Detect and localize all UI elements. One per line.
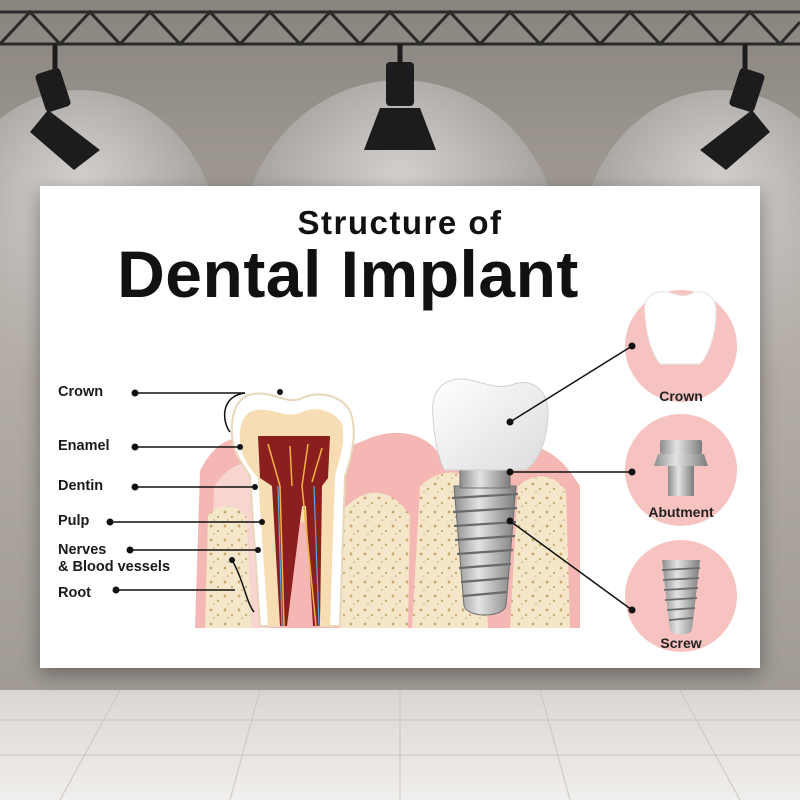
spotlight-icon — [364, 44, 436, 150]
label-nerves-blood-vessels: & Blood vessels — [58, 559, 171, 575]
natural-tooth — [230, 392, 355, 627]
dental-diagram — [106, 290, 737, 652]
label-nerves: Nerves — [58, 542, 107, 558]
spotlight-icon — [700, 44, 770, 170]
bone-left — [205, 505, 252, 628]
spotlight-icon — [30, 44, 100, 170]
bone-far-right — [510, 476, 570, 628]
poster: Structure of Dental Implant Crown Enamel… — [40, 186, 760, 668]
implant-screw — [451, 467, 519, 616]
part-circle-crown — [625, 290, 737, 402]
label-pulp: Pulp — [58, 513, 90, 529]
label-dentin: Dentin — [58, 478, 104, 494]
title-line-2: Dental Implant — [117, 237, 579, 311]
label-crown: Crown — [58, 384, 104, 400]
title-line-1: Structure of — [297, 204, 503, 241]
label-root: Root — [58, 585, 92, 601]
bone-middle — [338, 492, 410, 628]
label-screw: Screw — [660, 635, 702, 651]
part-circle-screw — [625, 540, 737, 652]
tooth-nerves — [267, 443, 323, 627]
part-circle-abutment — [625, 414, 737, 526]
label-implant-crown: Crown — [659, 388, 703, 404]
label-abutment: Abutment — [648, 504, 714, 520]
implant-crown — [432, 378, 549, 471]
label-enamel: Enamel — [58, 438, 110, 454]
